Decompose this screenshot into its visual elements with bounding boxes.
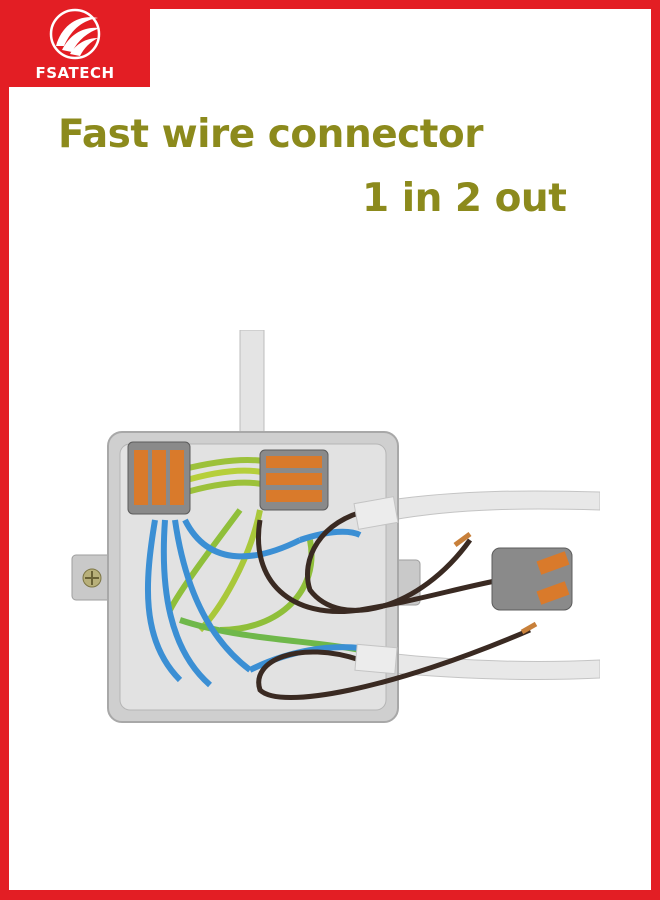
page-title: Fast wire connector (58, 112, 483, 157)
brand-logo: FSATECH (0, 0, 150, 87)
top-border (0, 0, 660, 9)
brand-name: FSATECH (35, 64, 115, 82)
brand-logo-icon (49, 8, 101, 60)
page-subtitle: 1 in 2 out (362, 176, 567, 221)
junction-box-photo-icon (71, 330, 600, 723)
